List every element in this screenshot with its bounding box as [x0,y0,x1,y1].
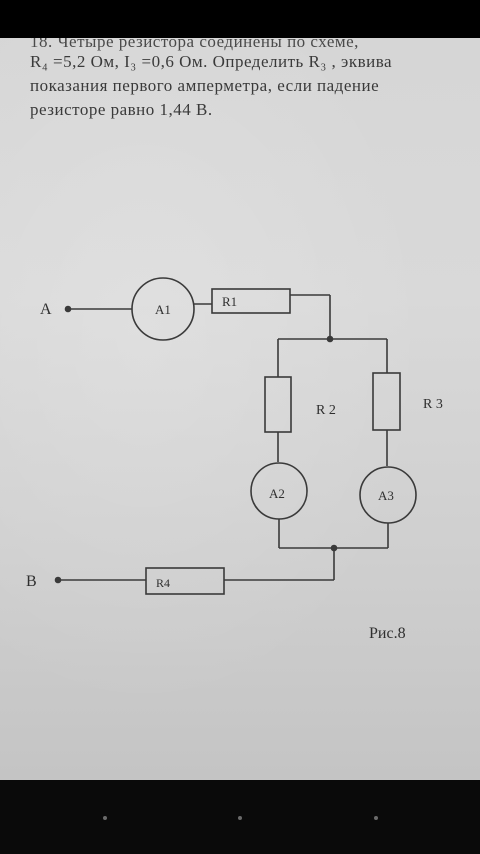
circuit-diagram: A A1 R1 R 2 R 3 A2 A3 B R4 Рис.8 [26,277,443,642]
ammeter-a2-label: A2 [269,486,285,501]
photo-viewer[interactable]: 18. Четыре резистора соединены по схеме,… [0,38,480,780]
status-bar [0,0,480,38]
ammeter-a1-symbol [131,277,195,341]
terminal-b-label: B [26,573,37,590]
terminal-a-dot [64,305,72,313]
problem-line-2: R₄ =5,2 Ом, I₃ =0,6 Ом. Определить R₃ , … [30,52,393,71]
nav-dot-icon[interactable] [238,816,242,820]
resistor-r1-symbol [211,288,291,314]
problem-line-1: 18. Четыре резистора соединены по схеме, [30,38,359,51]
resistor-r4-symbol [145,567,225,595]
problem-line-4: резисторе равно 1,44 В. [30,100,213,119]
resistor-r1-label: R1 [222,294,237,309]
terminal-b-dot [54,576,62,584]
nav-dot-icon[interactable] [103,816,107,820]
nav-dot-icon[interactable] [374,816,378,820]
problem-line-3: показания первого амперметра, если паден… [30,76,380,95]
resistor-r4-label: R4 [156,576,170,590]
resistor-r2-label: R 2 [316,403,336,418]
ammeter-a1-label: A1 [155,302,171,317]
resistor-r3-symbol [372,372,401,431]
ammeter-a3-label: A3 [378,488,394,503]
terminal-a-label: A [40,301,52,318]
resistor-r2-symbol [264,376,292,433]
resistor-r3-label: R 3 [423,397,443,412]
figure-caption: Рис.8 [369,625,406,642]
navigation-bar [0,780,480,854]
